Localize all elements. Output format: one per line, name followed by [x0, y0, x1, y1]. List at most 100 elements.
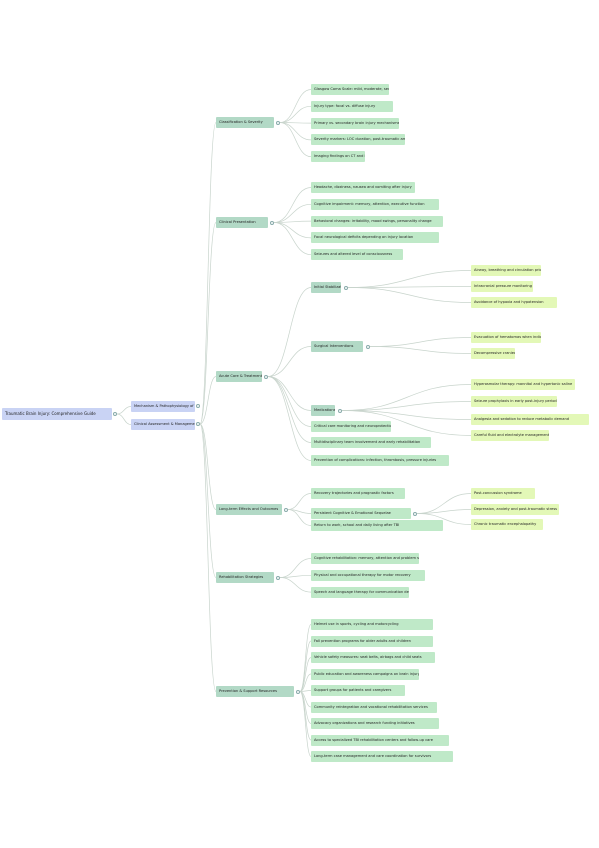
leaf-node[interactable]: Community reintegration and vocational r… — [311, 701, 437, 713]
collapse-toggle-icon[interactable] — [196, 404, 200, 408]
detail-node[interactable]: Avoidance of hypoxia and hypotension — [471, 297, 557, 308]
connector-line — [279, 558, 312, 578]
leaf-node[interactable]: Primary vs. secondary brain injury mecha… — [311, 117, 399, 129]
connector-line — [347, 270, 472, 288]
leaf-node[interactable]: Headache, dizziness, nausea and vomiting… — [311, 182, 415, 193]
connector-line — [416, 513, 472, 525]
leaf-node[interactable]: Return to work, school and daily living … — [311, 520, 443, 531]
collapse-toggle-icon[interactable] — [270, 220, 274, 225]
connector-line — [299, 690, 312, 692]
connector-line — [273, 222, 312, 239]
collapse-toggle-icon[interactable] — [296, 689, 300, 694]
leaf-node[interactable]: Recovery trajectories and prognostic fac… — [311, 488, 405, 499]
detail-node[interactable]: Analgesia and sedation to reduce metabol… — [471, 414, 589, 425]
leaf-node[interactable]: Vehicle safety measures: seat belts, air… — [311, 652, 435, 663]
section-node[interactable]: Clinical Presentation — [216, 217, 268, 228]
connector-line — [116, 406, 132, 415]
leaf-node[interactable]: Injury type: focal vs. diffuse injury — [311, 100, 393, 112]
connector-line — [341, 384, 472, 411]
collapse-toggle-icon[interactable] — [196, 422, 200, 426]
connector-line — [267, 376, 312, 411]
section-node[interactable]: Long-term Effects and Outcomes — [216, 504, 282, 515]
collapse-toggle-icon[interactable] — [413, 511, 417, 516]
connector-line — [279, 122, 312, 158]
detail-node[interactable]: Decompressive craniectomy — [471, 348, 515, 359]
leaf-node[interactable]: Helmet use in sports, cycling and motorc… — [311, 619, 433, 630]
leaf-node[interactable]: Seizures and altered level of consciousn… — [311, 249, 403, 261]
root-node[interactable]: Traumatic Brain Injury: Comprehensive Gu… — [2, 408, 112, 420]
detail-node[interactable]: Evacuation of hematomas when indicated — [471, 332, 541, 343]
leaf-node[interactable]: Focal neurological deficits depending on… — [311, 232, 439, 244]
connector-line — [273, 222, 312, 256]
detail-node[interactable]: Depression, anxiety and post-traumatic s… — [471, 504, 559, 515]
connector-line — [273, 187, 312, 223]
collapse-toggle-icon[interactable] — [344, 285, 348, 290]
detail-node[interactable]: Seizure prophylaxis in early post-injury… — [471, 396, 557, 407]
connector-line — [287, 493, 312, 510]
leaf-node[interactable]: Access to specialized TBI rehabilitation… — [311, 734, 449, 746]
collapse-toggle-icon[interactable] — [276, 575, 280, 580]
leaf-node[interactable]: Imaging findings on CT and MRI — [311, 151, 365, 163]
detail-node[interactable]: Hyperosmolar therapy: mannitol and hyper… — [471, 379, 575, 390]
leaf-node[interactable]: Physical and occupational therapy for mo… — [311, 569, 425, 581]
connector-line — [299, 691, 312, 757]
connector-line — [199, 122, 217, 425]
connector-line — [199, 423, 217, 578]
connector-line — [267, 376, 312, 461]
subgroup-node[interactable]: Persistent Cognitive & Emotional Sequela… — [311, 508, 411, 519]
connector-line — [299, 640, 312, 692]
section-node[interactable]: Acute Care & Treatment — [216, 371, 262, 382]
subgroup-node[interactable]: Initial Stabilization — [311, 282, 341, 293]
section-node[interactable]: Prevention & Support Resources — [216, 686, 294, 697]
collapse-toggle-icon[interactable] — [264, 374, 268, 379]
section-node[interactable]: Classification & Severity — [216, 117, 274, 128]
collapse-toggle-icon[interactable] — [366, 344, 370, 349]
detail-node[interactable]: Post-concussion syndrome — [471, 488, 535, 499]
leaf-node[interactable]: Public education and awareness campaigns… — [311, 668, 419, 680]
connector-line — [369, 337, 472, 347]
collapse-toggle-icon[interactable] — [284, 507, 288, 512]
leaf-node[interactable]: Cognitive impairment: memory, attention,… — [311, 198, 439, 210]
leaf-node[interactable]: Speech and language therapy for communic… — [311, 586, 409, 598]
leaf-node[interactable]: Critical care monitoring and neuroprotec… — [311, 421, 391, 432]
subgroup-node[interactable]: Medications — [311, 405, 335, 416]
leaf-node[interactable]: Fall prevention programs for older adult… — [311, 635, 433, 647]
connector-line — [299, 657, 312, 692]
detail-node[interactable]: Intracranial pressure monitoring and con… — [471, 281, 533, 292]
connector-line — [299, 673, 312, 692]
collapse-toggle-icon[interactable] — [113, 412, 117, 416]
connector-line — [369, 346, 472, 354]
connector-line — [279, 574, 312, 578]
connector-line — [279, 89, 312, 123]
connector-line — [341, 410, 472, 420]
collapse-toggle-icon[interactable] — [338, 408, 342, 413]
branch-node[interactable]: Mechanism & Pathophysiology of TBI — [131, 401, 195, 412]
connector-line — [299, 624, 312, 692]
leaf-node[interactable]: Advocacy organizations and research fund… — [311, 718, 439, 729]
connector-line — [279, 577, 312, 593]
detail-node[interactable]: Chronic traumatic encephalopathy — [471, 519, 543, 530]
leaf-node[interactable]: Support groups for patients and caregive… — [311, 685, 405, 696]
connector-line — [341, 401, 472, 411]
connector-line — [199, 376, 217, 425]
leaf-node[interactable]: Prevention of complications: infection, … — [311, 455, 449, 466]
detail-node[interactable]: Airway, breathing and circulation priori… — [471, 265, 541, 276]
connector-line — [267, 287, 312, 377]
connector-line — [267, 346, 312, 377]
connector-line — [273, 203, 312, 223]
leaf-node[interactable]: Long-term case management and care coord… — [311, 751, 453, 762]
section-node[interactable]: Rehabilitation Strategies — [216, 572, 274, 583]
leaf-node[interactable]: Glasgow Coma Scale: mild, moderate, seve… — [311, 84, 389, 95]
subgroup-node[interactable]: Surgical Interventions — [311, 341, 363, 352]
detail-node[interactable]: Careful fluid and electrolyte management — [471, 430, 549, 441]
connector-line — [287, 509, 312, 526]
collapse-toggle-icon[interactable] — [276, 120, 280, 125]
leaf-node[interactable]: Multidisciplinary team involvement and e… — [311, 437, 431, 448]
connector-line — [416, 493, 472, 514]
leaf-node[interactable]: Cognitive rehabilitation: memory, attent… — [311, 553, 419, 564]
leaf-node[interactable]: Severity markers: LOC duration, post-tra… — [311, 134, 405, 146]
leaf-node[interactable]: Behavioral changes: irritability, mood s… — [311, 215, 443, 227]
branch-node[interactable]: Clinical Assessment & Management — [131, 419, 195, 430]
